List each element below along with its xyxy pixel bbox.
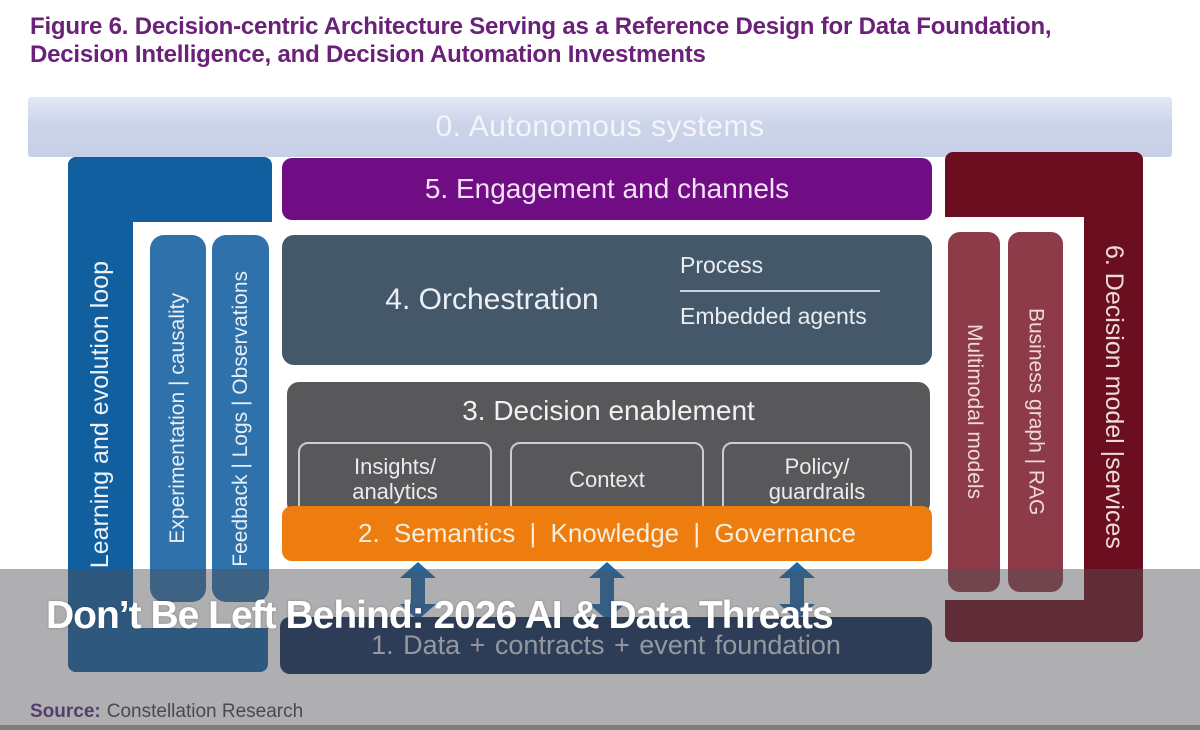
layer-0-label: 0. Autonomous systems: [435, 110, 765, 143]
process-label: Process: [680, 252, 764, 278]
business-graph-rag-label: Business graph | RAG: [1024, 308, 1048, 516]
enablement-box-policy-guardrails: Policy/ guardrails: [722, 442, 912, 516]
gray-overlay-band: [0, 569, 1200, 730]
figure-title-line2: Decision Intelligence, and Decision Auto…: [30, 41, 706, 68]
insights-line1: Insights/: [354, 454, 436, 479]
layer-1-data-foundation-bar: 1. Data + contracts + event foundation: [280, 617, 932, 674]
policy-line1: Policy/: [784, 454, 850, 479]
double-arrow-icon: [400, 562, 436, 620]
layer-5-label: 5. Engagement and channels: [424, 173, 790, 204]
multimodal-models-label: Multimodal models: [963, 324, 986, 500]
orchestration-detail: Process Embedded agents: [680, 252, 882, 330]
double-arrow-icon: [589, 562, 625, 620]
layer-4-label: 4. Orchestration: [385, 283, 599, 316]
policy-line2: guardrails: [768, 479, 866, 504]
layer-5-engagement-box: 5. Engagement and channels: [282, 158, 932, 220]
layer-4-orchestration-box: 4. Orchestration Process Embedded agents: [282, 235, 932, 365]
multimodal-models-bar: Multimodal models: [948, 232, 1000, 592]
feedback-logs-observations-label: Feedback | Logs | Observations: [228, 270, 252, 567]
layer-2-label: 2. Semantics | Knowledge | Governance: [358, 518, 856, 548]
embedded-agents-label: Embedded agents: [680, 303, 867, 329]
figure-title: Figure 6. Decision-centric Architecture …: [30, 13, 1180, 69]
learning-loop-label: Learning and evolution loop: [86, 260, 114, 569]
enablement-box-insights-analytics: Insights/ analytics: [298, 442, 492, 516]
layer-0-autonomous-systems-band: 0. Autonomous systems: [28, 97, 1172, 157]
business-graph-rag-bar: Business graph | RAG: [1008, 232, 1063, 592]
layer-2-semantics-bar: 2. Semantics | Knowledge | Governance: [282, 506, 932, 561]
source-label: Source:: [30, 701, 101, 722]
learning-loop-bar: Learning and evolution loop: [68, 157, 133, 672]
experimentation-causality-bar: Experimentation | causality: [150, 235, 206, 602]
decision-model-services-label: 6. Decision model |services: [1100, 245, 1128, 549]
banner-headline: Don’t Be Left Behind: 2026 AI & Data Thr…: [46, 594, 834, 637]
experimentation-causality-label: Experimentation | causality: [166, 293, 189, 544]
source-line: Source:Constellation Research: [30, 701, 303, 723]
layer-1-label: 1. Data + contracts + event foundation: [371, 630, 841, 660]
context-line1: Context: [569, 466, 645, 492]
decision-model-services-bar: 6. Decision model |services: [1084, 152, 1143, 642]
process-agents-divider: [680, 290, 880, 292]
feedback-logs-observations-bar: Feedback | Logs | Observations: [212, 235, 269, 602]
insights-line2: analytics: [352, 479, 438, 504]
bottom-edge-strip: [0, 725, 1200, 730]
double-arrow-icon: [779, 562, 815, 620]
enablement-box-context: Context: [510, 442, 704, 516]
layer-3-label: 3. Decision enablement: [462, 395, 755, 426]
figure-title-line1: Figure 6. Decision-centric Architecture …: [30, 13, 1052, 40]
source-text: Constellation Research: [106, 701, 304, 722]
layer-3-decision-enablement-box: 3. Decision enablement: [287, 382, 930, 515]
